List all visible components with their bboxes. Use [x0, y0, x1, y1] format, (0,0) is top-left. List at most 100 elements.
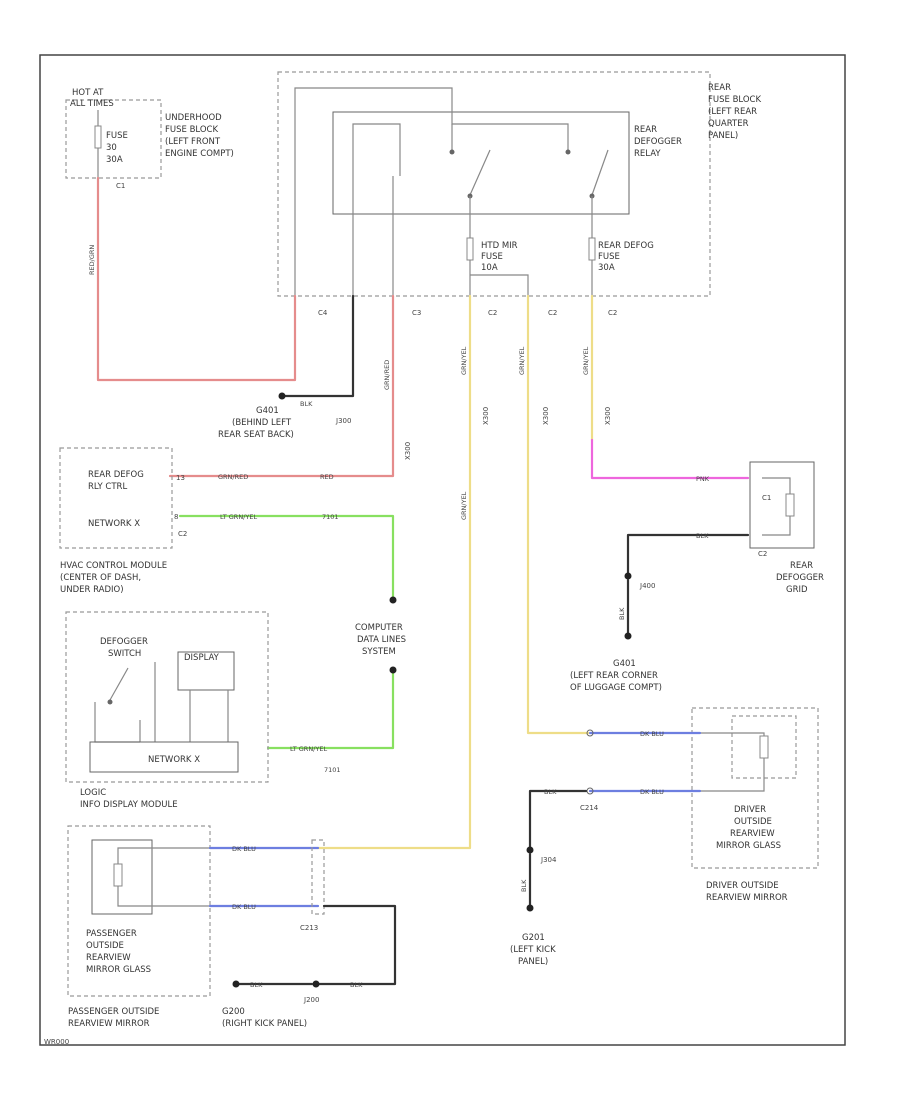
underhood-block-label-3: (LEFT FRONT: [165, 137, 221, 147]
display-box: [177, 651, 235, 691]
switch-contact-1: [449, 149, 455, 155]
pink-grid-wire: [590, 438, 750, 480]
splice-label-s200: J200: [303, 996, 319, 1004]
wire-label-pass-gnd-a: BLK: [350, 981, 363, 989]
splice-label-s300: J300: [335, 417, 351, 425]
grid-label-3: GRID: [786, 585, 808, 595]
wire-label-net2-a: LT GRN/YEL: [290, 745, 327, 753]
rear-defog-ctrl-label-2: RLY CTRL: [88, 482, 127, 492]
connector-tag-grid-a: C1: [762, 494, 771, 502]
computer-data-dot-top: [389, 596, 397, 604]
computer-data-label-1: COMPUTER: [355, 623, 403, 633]
connector-tag-c-blk: C4: [318, 309, 328, 317]
wire-label-ctrl-b: RED: [320, 473, 334, 481]
driver-mirror-heater-icon: [759, 735, 769, 759]
defogger-switch-pivot: [107, 699, 113, 705]
hot-at-all-times-line-1: HOT AT: [72, 88, 104, 98]
grid-element-lead-2: [762, 516, 791, 536]
relay-label-2: DEFOGGER: [634, 137, 682, 147]
wire-label-net-a: LT GRN/YEL: [220, 513, 257, 521]
computer-data-dot-bottom: [389, 666, 397, 674]
connector-tag-grid-b: C2: [758, 550, 767, 558]
defogger-switch-label-2: SWITCH: [108, 649, 141, 659]
g402-label-3: OF LUGGAGE COMPT): [570, 683, 662, 693]
hvac-control-module-box: [59, 447, 173, 549]
wire-label-pnk: PNK: [696, 475, 710, 483]
block-bus-top: [294, 87, 453, 296]
wire-label-pass-gnd-b: BLK: [250, 981, 263, 989]
passenger-mirror-heater-icon: [113, 863, 123, 887]
pass-glass-label-1: PASSENGER: [86, 929, 137, 939]
driver-heater-lead-2: [700, 758, 765, 792]
rear-block-label-3: (LEFT REAR: [708, 107, 757, 117]
grid-ground-terminal: [624, 632, 632, 640]
wire-label-red-riser: RED/GRN: [88, 245, 96, 275]
g200-label-1: G200: [222, 1007, 245, 1017]
htd-fuse-label-1: HTD MIR: [481, 241, 518, 251]
hot-at-all-times-line-2: ALL TIMES: [70, 99, 114, 109]
red-feed-wire: [96, 176, 297, 382]
htd-fuse-label-3: 10A: [481, 263, 498, 273]
underhood-block-label-2: FUSE BLOCK: [165, 125, 218, 135]
ground-splice-dot: [278, 392, 286, 400]
driver-glass-label-3: REARVIEW: [730, 829, 775, 839]
connector-tag-c-s3: X300: [542, 407, 550, 425]
defog-fuse-label-3: 30A: [598, 263, 615, 273]
info-display-module-box: [65, 611, 269, 783]
g401-label-3: REAR SEAT BACK): [218, 430, 294, 440]
connector-tag-net-pin: 8: [174, 513, 178, 521]
htd-fuse-label-2: FUSE: [481, 252, 503, 262]
hvac-module-label-2: (CENTER OF DASH,: [60, 573, 141, 583]
red-relay-control-wire: [168, 294, 395, 478]
grid-label-2: DEFOGGER: [776, 573, 824, 583]
wire-label-dk-blu-2: DK BLU: [640, 788, 664, 796]
pass-mirror-label-1: PASSENGER OUTSIDE: [68, 1007, 159, 1017]
relay-switch-arm-2: [591, 149, 609, 196]
defog-fuse-label-2: FUSE: [598, 252, 620, 262]
wire-label-pass-1: DK BLU: [232, 845, 256, 853]
rear-defog-fuse-icon: [588, 237, 596, 261]
underhood-fuse-icon: [94, 125, 102, 149]
splice-label-s213: C213: [300, 924, 318, 932]
relay-coil-bus: [451, 112, 569, 150]
rear-fuse-block-box: [277, 71, 711, 297]
yellow-driver-mirror-wire: [526, 294, 590, 735]
rear-block-label-2: FUSE BLOCK: [708, 95, 761, 105]
grid-element-icon: [785, 493, 795, 517]
network-x2-label: NETWORK X: [148, 755, 200, 765]
g402-label-2: (LEFT REAR CORNER: [570, 671, 658, 681]
info-module-label-2: INFO DISPLAY MODULE: [80, 800, 178, 810]
underhood-fuse-label-2: 30: [106, 143, 117, 153]
driver-splice-dot: [526, 846, 534, 854]
g402-label-1: G401: [613, 659, 636, 669]
defog-fuse-label-1: REAR DEFOG: [598, 241, 654, 251]
g201-label-1: G201: [522, 933, 545, 943]
wire-label-yel-2: GRN/YEL: [460, 491, 468, 520]
connector-tag-ctrl-pin: 13: [176, 474, 185, 482]
g200-label-2: (RIGHT KICK PANEL): [222, 1019, 307, 1029]
grid-splice-dot: [624, 572, 632, 580]
splice-label-s400: J400: [639, 582, 655, 590]
green-network-wire-1: [178, 514, 395, 602]
rear-defogger-grid-box: [749, 461, 815, 549]
hvac-module-label-1: HVAC CONTROL MODULE: [60, 561, 167, 571]
rear-defogger-relay-box: [332, 111, 630, 215]
connector-tag-c-red: C3: [412, 309, 421, 317]
display-label: DISPLAY: [184, 653, 220, 663]
info-module-label-1: LOGIC: [80, 788, 106, 798]
htd-fuse-to-mirror-lead: [470, 274, 529, 296]
grid-label-1: REAR: [790, 561, 813, 571]
driver-glass-label-1: DRIVER: [734, 805, 766, 815]
wire-label-yel-3: GRN/YEL: [518, 346, 526, 375]
yellow-passenger-mirror-wire: [316, 294, 472, 850]
grid-element-lead: [762, 477, 791, 494]
driver-connector-pin-1: [586, 729, 594, 737]
wire-label-red-mid: GRN/RED: [383, 360, 391, 390]
underhood-fuse-block-box: [65, 99, 162, 179]
hvac-module-label-3: UNDER RADIO): [60, 585, 124, 595]
underhood-block-label-4: ENGINE COMPT): [165, 149, 234, 159]
defogger-switch-label-1: DEFOGGER: [100, 637, 148, 647]
defogger-switch-arm: [109, 667, 129, 701]
g401-label-2: (BEHIND LEFT: [232, 418, 292, 428]
